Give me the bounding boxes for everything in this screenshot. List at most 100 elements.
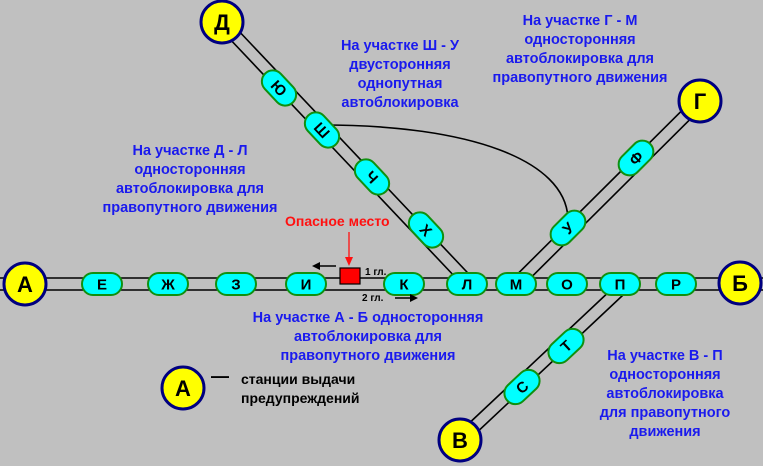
signal-post-T: Т <box>547 327 585 365</box>
signal-post-shape <box>495 272 537 296</box>
signal-post-label: З <box>231 277 240 294</box>
track-v-p-rail <box>455 279 623 437</box>
track-2-label: 2 гл. <box>362 293 384 304</box>
note-line: автоблокировка <box>341 95 459 111</box>
note-line: автоблокировка для <box>505 51 655 67</box>
danger-place-marker <box>339 267 361 285</box>
signal-post-P: П <box>599 272 641 296</box>
signal-post-Kh: Х <box>407 211 445 249</box>
legend-station-circle <box>160 365 206 411</box>
note-section-d-l: На участке Д - Л односторонняя автоблоки… <box>90 142 290 218</box>
signal-post-F: Ф <box>617 139 655 177</box>
note-section-v-p: На участке В - П односторонняя автоблоки… <box>590 347 740 442</box>
station-b-label: Б <box>732 271 748 296</box>
station-v-label: В <box>452 428 468 453</box>
signal-post-L: Л <box>446 272 488 296</box>
signal-post-label: Р <box>671 277 681 294</box>
signal-post-R: Р <box>655 272 697 296</box>
signal-post-shape <box>303 111 341 149</box>
track-1-arrowhead <box>312 262 320 270</box>
legend-dash: — <box>211 366 229 386</box>
signal-post-U: У <box>549 209 587 247</box>
signal-post-shape <box>617 139 655 177</box>
station-a-label: А <box>17 272 33 297</box>
signal-post-shape <box>407 211 445 249</box>
track-2-arrowhead <box>410 294 418 302</box>
note-line: правопутного движения <box>492 70 668 86</box>
note-section-g-m: На участке Г - М односторонняя автоблоки… <box>480 12 680 88</box>
signal-post-label: М <box>510 277 523 294</box>
signal-post-shape <box>503 368 541 406</box>
signal-post-Ch: Ч <box>353 158 391 196</box>
signal-post-shape <box>549 209 587 247</box>
note-line: На участке Д - Л <box>132 143 248 159</box>
note-line: для правопутного <box>599 405 731 421</box>
signal-post-E: Е <box>81 272 123 296</box>
legend-line: предупреждений <box>241 390 360 406</box>
signal-post-S: С <box>503 368 541 406</box>
danger-label: Опасное место <box>285 213 390 229</box>
station-b-circle <box>717 260 763 306</box>
signal-post-shape <box>383 272 425 296</box>
single-track-sh-u <box>321 124 569 219</box>
signal-post-O: О <box>546 272 588 296</box>
note-line: автоблокировка для <box>115 181 265 197</box>
note-section-a-b: На участке А - Б односторонняя автоблоки… <box>238 309 498 366</box>
track-g-m-rail <box>511 96 697 281</box>
signal-post-label: Е <box>97 277 107 294</box>
signal-post-shape <box>546 272 588 296</box>
signal-post-shape <box>81 272 123 296</box>
track-v-p-rail <box>463 287 631 445</box>
signal-post-shape <box>446 272 488 296</box>
note-line: На участке А - Б односторонняя <box>252 310 484 326</box>
note-line: однопутная <box>357 76 443 92</box>
station-a-circle <box>2 261 48 307</box>
station-v-circle <box>437 417 483 463</box>
signal-post-shape <box>285 272 327 296</box>
signal-post-Yu: Ю <box>260 69 298 107</box>
legend-line: станции выдачи <box>241 371 356 387</box>
note-line: На участке Ш - У <box>340 38 460 54</box>
signal-post-shape <box>655 272 697 296</box>
note-line: правопутного движения <box>280 348 456 364</box>
note-line: На участке Г - М <box>522 13 638 29</box>
signal-post-label: К <box>399 277 409 294</box>
legend-text: станции выдачи предупреждений <box>241 370 360 408</box>
signal-post-label: П <box>615 277 626 294</box>
signal-post-shape <box>260 69 298 107</box>
station-d-circle <box>199 0 245 45</box>
signal-post-shape <box>599 272 641 296</box>
note-line: правопутного движения <box>102 200 278 216</box>
note-line: односторонняя <box>134 162 246 178</box>
signal-post-shape <box>353 158 391 196</box>
legend-station-label: А <box>175 376 191 401</box>
note-line: двусторонняя <box>349 57 451 73</box>
signal-post-K: К <box>383 272 425 296</box>
signal-post-label: О <box>561 277 573 294</box>
signal-post-label: Л <box>462 277 473 294</box>
note-line: автоблокировка <box>606 386 724 402</box>
note-line: односторонняя <box>524 32 636 48</box>
signal-post-label: Ж <box>160 277 175 294</box>
signal-post-I: И <box>285 272 327 296</box>
danger-pointer-arrowhead <box>345 257 353 266</box>
signal-post-Z: З <box>215 272 257 296</box>
signal-post-M: М <box>495 272 537 296</box>
note-section-sh-u: На участке Ш - У двусторонняя однопутная… <box>320 37 480 113</box>
signal-post-Zh: Ж <box>147 272 189 296</box>
note-line: движения <box>629 424 701 440</box>
signal-post-shape <box>215 272 257 296</box>
signal-post-shape <box>147 272 189 296</box>
signal-post-label: И <box>301 277 312 294</box>
station-g-circle <box>677 78 723 124</box>
signal-post-Sh: Ш <box>303 111 341 149</box>
track-g-m-rail <box>519 104 705 289</box>
note-line: На участке В - П <box>607 348 723 364</box>
note-line: односторонняя <box>609 367 721 383</box>
note-line: автоблокировка для <box>293 329 443 345</box>
station-d-label: Д <box>214 10 230 35</box>
signal-post-shape <box>547 327 585 365</box>
station-g-label: Г <box>694 89 707 114</box>
